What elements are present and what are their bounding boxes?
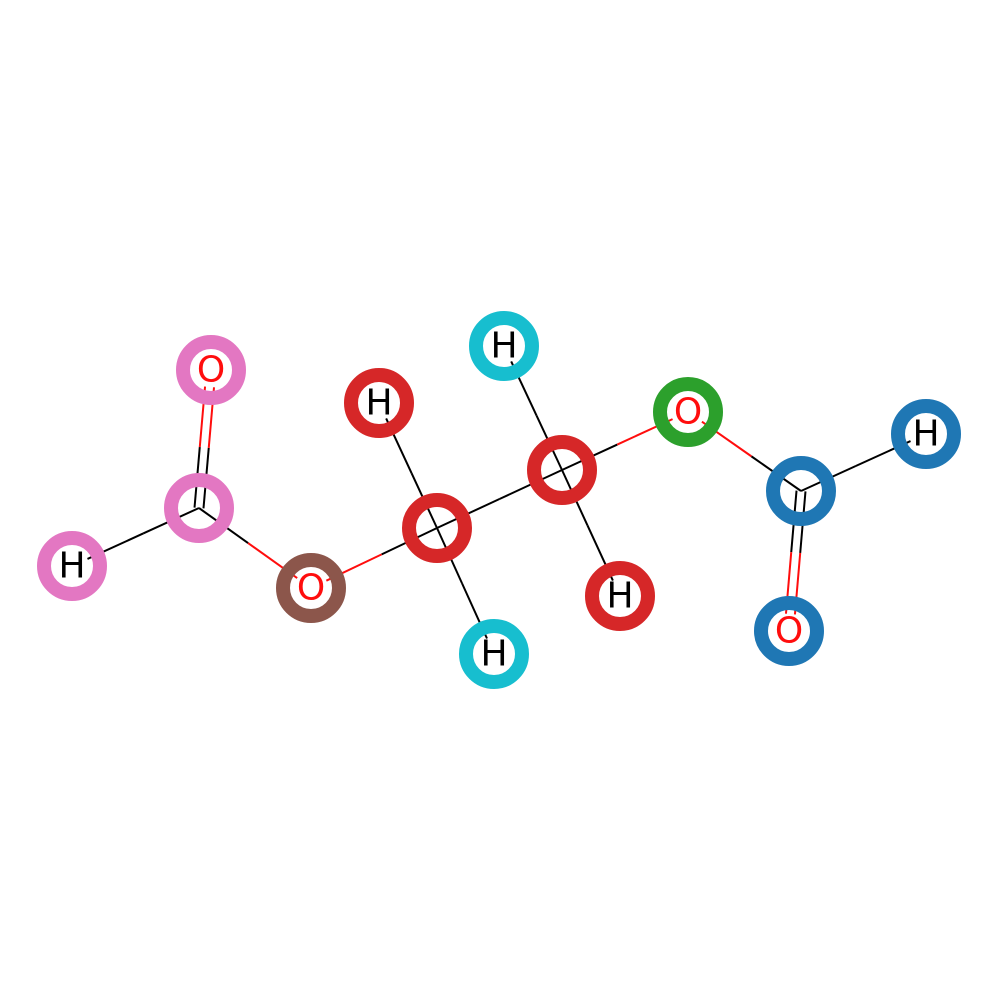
bond-O3-C4 xyxy=(701,420,802,492)
atom-labels-layer: O H O H H H H O H O xyxy=(58,326,939,675)
atom-highlight-h2 xyxy=(344,368,414,438)
atom-highlight-o1 xyxy=(176,335,246,405)
atom-label-o1: O xyxy=(197,350,225,391)
atom-highlight-c2 xyxy=(402,493,472,563)
atom-label-h4: H xyxy=(490,326,517,367)
atom-highlights-layer xyxy=(37,311,961,689)
atom-highlight-h3 xyxy=(459,619,529,689)
atom-highlight-c1 xyxy=(164,473,234,543)
atom-label-o3: O xyxy=(674,392,702,433)
atom-highlight-h4 xyxy=(469,311,539,381)
atom-highlight-o4 xyxy=(754,596,824,666)
atom-label-o2: O xyxy=(297,568,325,609)
atom-label-h2: H xyxy=(365,383,392,424)
atom-label-h3: H xyxy=(480,634,507,675)
atom-highlight-o3 xyxy=(653,377,723,447)
atom-highlight-h5 xyxy=(585,561,655,631)
atom-label-o4: O xyxy=(775,611,803,652)
atom-highlight-c4 xyxy=(766,456,836,526)
atom-highlight-c3 xyxy=(527,435,597,505)
atom-highlight-o2 xyxy=(276,553,346,623)
atom-label-h6: H xyxy=(912,414,939,455)
atom-label-h5: H xyxy=(606,576,633,617)
bond-C1-O2 xyxy=(198,507,298,579)
atom-highlight-h6 xyxy=(891,399,961,469)
atom-highlight-h1 xyxy=(37,531,107,601)
atom-label-h1: H xyxy=(58,546,85,587)
